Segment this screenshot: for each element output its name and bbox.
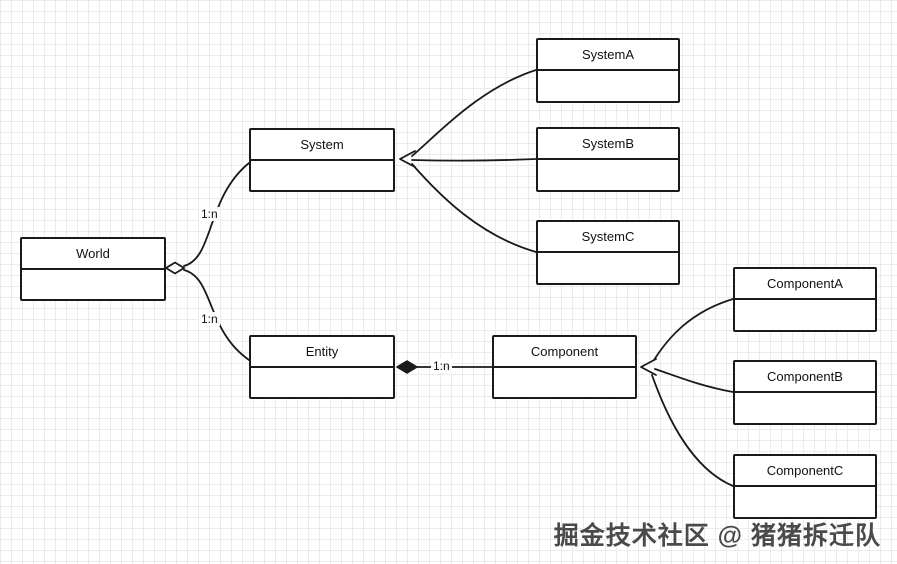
node-systema: SystemA bbox=[536, 38, 680, 103]
node-entity-label: Entity bbox=[251, 337, 393, 368]
edge-componentc-component bbox=[651, 374, 734, 487]
node-componentb: ComponentB bbox=[733, 360, 877, 425]
edge-world-entity bbox=[183, 269, 250, 361]
edge-world-system bbox=[183, 162, 250, 267]
node-systema-label: SystemA bbox=[538, 40, 678, 71]
edge-systemb-system bbox=[411, 158, 537, 162]
node-systemc-body bbox=[538, 253, 678, 283]
node-componenta: ComponentA bbox=[733, 267, 877, 332]
node-componentb-label: ComponentB bbox=[735, 362, 875, 393]
edge-label-entity-component: 1:n bbox=[431, 359, 452, 373]
arrowhead-system bbox=[399, 150, 416, 168]
composition-diamond-entity bbox=[395, 360, 419, 374]
edge-systema-system bbox=[411, 69, 537, 157]
node-componenta-body bbox=[735, 300, 875, 330]
node-componentc-label: ComponentC bbox=[735, 456, 875, 487]
node-entity-body bbox=[251, 368, 393, 397]
node-system-label: System bbox=[251, 130, 393, 161]
node-system-body bbox=[251, 161, 393, 190]
node-componentc: ComponentC bbox=[733, 454, 877, 519]
node-system: System bbox=[249, 128, 395, 192]
edge-systemc-system bbox=[411, 163, 537, 253]
node-componentc-body bbox=[735, 487, 875, 517]
node-systema-body bbox=[538, 71, 678, 101]
edge-label-world-system: 1:n bbox=[199, 207, 220, 221]
node-systemc-label: SystemC bbox=[538, 222, 678, 253]
node-component-label: Component bbox=[494, 337, 635, 368]
edge-label-world-entity: 1:n bbox=[199, 312, 220, 326]
node-world: World bbox=[20, 237, 166, 301]
node-entity: Entity bbox=[249, 335, 395, 399]
node-world-body bbox=[22, 270, 164, 299]
node-component-body bbox=[494, 368, 635, 397]
aggregation-diamond-world bbox=[164, 261, 186, 275]
node-systemb: SystemB bbox=[536, 127, 680, 192]
node-component: Component bbox=[492, 335, 637, 399]
node-componentb-body bbox=[735, 393, 875, 423]
edge-componentb-component bbox=[654, 368, 734, 393]
node-systemc: SystemC bbox=[536, 220, 680, 285]
arrowhead-component bbox=[640, 358, 657, 376]
watermark-text: 掘金技术社区 @ 猪猪拆迁队 bbox=[553, 522, 881, 550]
edge-componenta-component bbox=[653, 298, 734, 361]
node-systemb-label: SystemB bbox=[538, 129, 678, 160]
node-componenta-label: ComponentA bbox=[735, 269, 875, 300]
node-systemb-body bbox=[538, 160, 678, 190]
node-world-label: World bbox=[22, 239, 164, 270]
